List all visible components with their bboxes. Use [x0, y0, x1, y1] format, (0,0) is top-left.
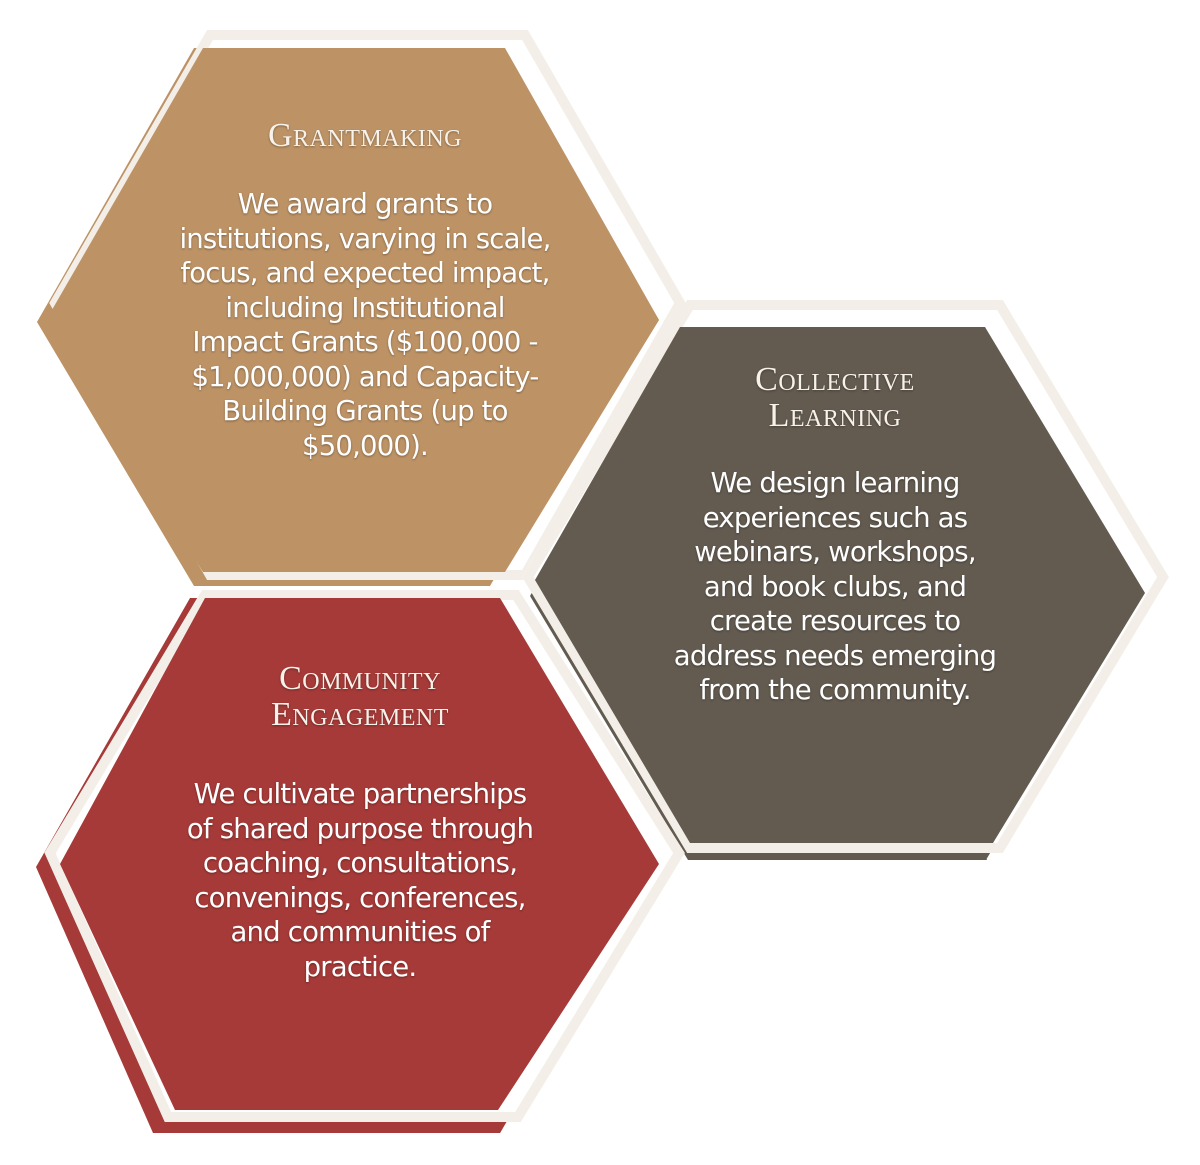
grantmaking-hexagon — [37, 30, 686, 586]
community-engagement-fill-shape — [60, 598, 659, 1110]
community-engagement-title: Community Engagement — [125, 661, 595, 733]
collective-learning-hexagon — [522, 300, 1170, 860]
collective-learning-fill-shape — [535, 327, 1145, 843]
grantmaking-description: We award grants to institutions, varying… — [179, 188, 551, 462]
community-engagement-hexagon — [36, 590, 685, 1133]
collective-learning-title: Collective Learning — [615, 362, 1055, 434]
collective-learning-text-block: Collective Learning We design learning e… — [615, 362, 1055, 708]
grantmaking-text-block: Grantmaking We award grants to instituti… — [130, 118, 600, 463]
collective-learning-title-line-1: Collective — [755, 361, 915, 398]
community-engagement-description: We cultivate partnerships of shared purp… — [186, 778, 534, 983]
collective-learning-title-line-2: Learning — [768, 397, 902, 434]
grantmaking-inner-shape — [60, 55, 659, 572]
collective-learning-description: We design learning experiences such as w… — [673, 467, 997, 706]
collective-learning-shadow-sliver — [688, 855, 987, 860]
community-engagement-title-line-2: Engagement — [271, 696, 449, 733]
community-engagement-title-line-1: Community — [279, 660, 441, 697]
community-engagement-bottom-sliver — [153, 1124, 505, 1133]
community-engagement-outline-shape — [44, 590, 685, 1122]
community-engagement-text-block: Community Engagement We cultivate partne… — [125, 661, 595, 984]
collective-learning-outline-shape — [522, 300, 1169, 853]
grantmaking-title: Grantmaking — [267, 117, 463, 154]
